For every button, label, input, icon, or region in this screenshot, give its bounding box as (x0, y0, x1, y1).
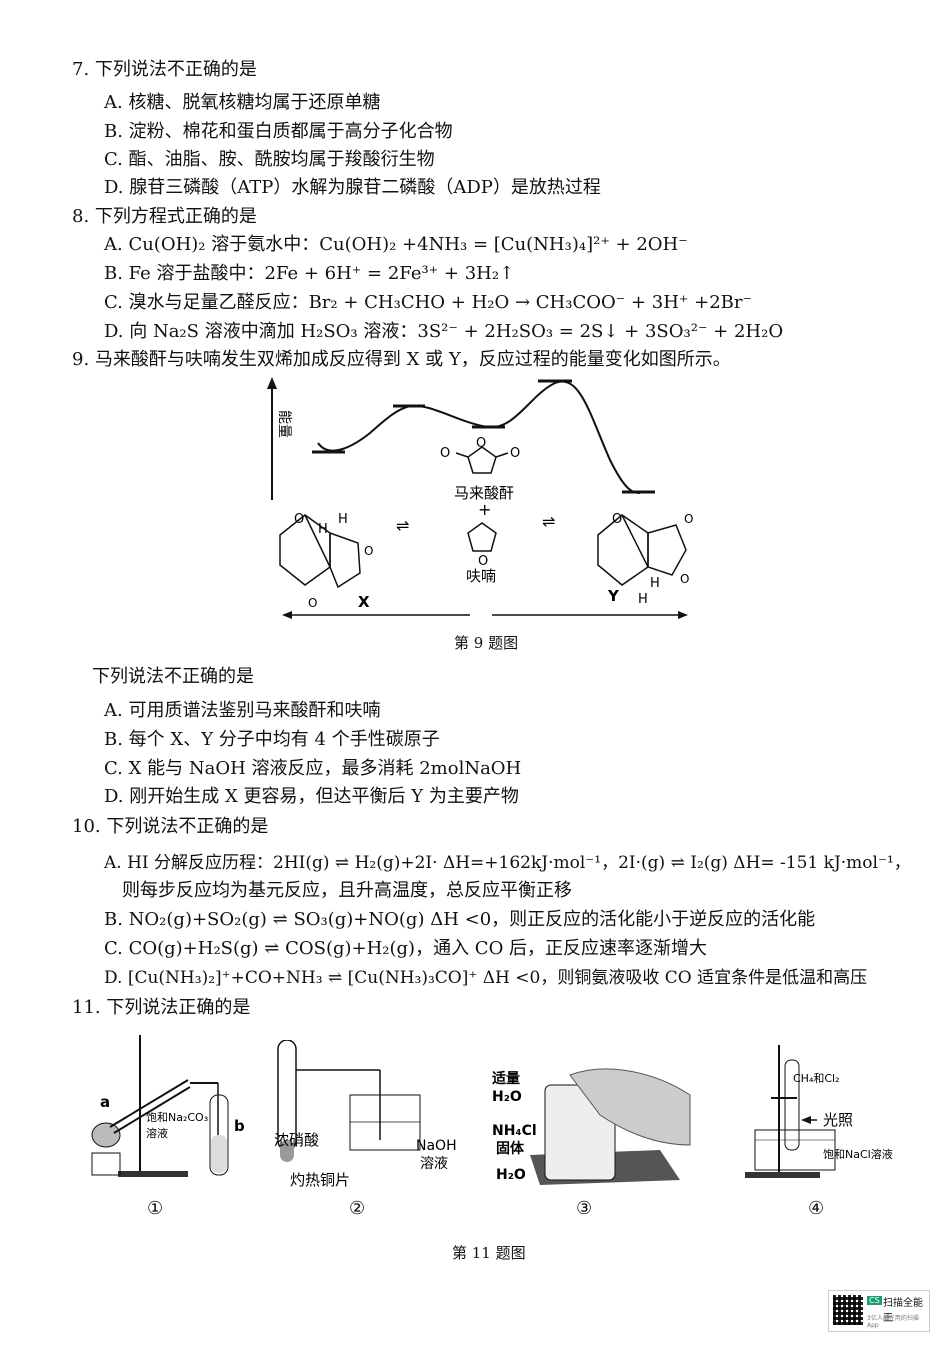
q9-stem: 9. 马来酸酐与呋喃发生双烯加成反应得到 X 或 Y，反应过程的能量变化如图所示… (72, 349, 731, 370)
svg-text:光照: 光照 (823, 1111, 853, 1129)
q7-stem: 7. 下列说法不正确的是 (72, 59, 257, 80)
camscanner-badge: CS (867, 1296, 882, 1305)
svg-text:H: H (338, 512, 348, 527)
q11-figure-caption: 第 11 题图 (452, 1244, 526, 1262)
product-y-label: Y (607, 587, 620, 605)
svg-text:O: O (294, 512, 304, 527)
svg-text:O: O (308, 596, 317, 610)
svg-text:H: H (638, 592, 648, 607)
svg-text:NH₄Cl: NH₄Cl (492, 1123, 537, 1139)
q11-apparatus-3: 适量 H₂O NH₄Cl 固体 H₂O (492, 1068, 691, 1185)
q9-option-d: D. 刚开始生成 X 更容易，但达平衡后 Y 为主要产物 (104, 786, 519, 807)
svg-text:灼热铜片: 灼热铜片 (290, 1171, 350, 1189)
svg-text:H: H (318, 522, 328, 537)
plus-sign: + (478, 500, 491, 519)
q11-apparatus-2: 浓硝酸 NaOH 溶液 灼热铜片 (274, 1040, 457, 1189)
q7-option-a: A. 核糖、脱氧核糖均属于还原单糖 (104, 92, 381, 113)
furan-structure (467, 522, 497, 552)
svg-text:O: O (612, 512, 622, 527)
product-x-label: X (358, 593, 370, 611)
q11-label-2: ② (349, 1198, 366, 1219)
svg-text:O: O (440, 446, 450, 461)
q11-label-3: ③ (576, 1198, 593, 1219)
camscanner-title: 扫描全能王 (883, 1298, 923, 1324)
product-x-structure: O H H O O X (279, 512, 373, 611)
q11-apparatus-1: a b 饱和Na₂CO₃ 溶液 (91, 1035, 245, 1177)
q8-stem: 8. 下列方程式正确的是 (72, 206, 257, 227)
equilibrium-arrow-left: ⇌ (396, 516, 409, 535)
q11-label-1: ① (147, 1198, 164, 1219)
furan-label: 呋喃 (466, 567, 496, 585)
camscanner-subtitle: 3亿人都在用的扫描App (867, 1315, 919, 1329)
scanner-watermark: CS 扫描全能王 3亿人都在用的扫描App (828, 1290, 930, 1332)
q8-option-a: A. Cu(OH)₂ 溶于氨水中：Cu(OH)₂ +4NH₃ = [Cu(NH₃… (104, 234, 688, 255)
q10-stem: 10. 下列说法不正确的是 (72, 816, 269, 837)
q9-option-c: C. X 能与 NaOH 溶液反应，最多消耗 2molNaOH (104, 758, 522, 779)
svg-text:NaOH: NaOH (416, 1138, 457, 1154)
q8-option-b: B. Fe 溶于盐酸中：2Fe + 6H⁺ = 2Fe³⁺ + 3H₂↑ (104, 263, 515, 284)
qr-code-icon (833, 1295, 863, 1325)
q11-label-4: ④ (808, 1198, 825, 1219)
q9-figure-caption: 第 9 题图 (454, 634, 519, 652)
svg-text:O: O (364, 544, 373, 558)
q9-energy-diagram: 能量 O O O 马来酸酐 + O 呋喃 ⇌ ⇌ O H H O O X O O… (267, 377, 693, 619)
q10-option-c: C. CO(g)+H₂S(g) ⇌ COS(g)+H₂(g)，通入 CO 后，正… (104, 938, 708, 959)
svg-text:饱和Na₂CO₃: 饱和Na₂CO₃ (146, 1110, 208, 1124)
svg-text:H₂O: H₂O (496, 1167, 526, 1183)
svg-text:溶液: 溶液 (420, 1156, 448, 1172)
svg-text:O: O (684, 512, 693, 526)
svg-text:H: H (650, 576, 660, 591)
q9-sub-stem: 下列说法不正确的是 (92, 666, 254, 687)
maleic-anhydride-structure (467, 446, 497, 474)
q7-option-b: B. 淀粉、棉花和蛋白质都属于高分子化合物 (104, 121, 453, 142)
q7-option-d: D. 腺苷三磷酸（ATP）水解为腺苷二磷酸（ADP）是放热过程 (104, 177, 601, 198)
q10-option-b: B. NO₂(g)+SO₂(g) ⇌ SO₃(g)+NO(g) ΔH <0，则正… (104, 909, 816, 930)
q8-option-c: C. 溴水与足量乙醛反应：Br₂ + CH₃CHO + H₂O → CH₃COO… (104, 292, 753, 313)
svg-text:O: O (680, 572, 689, 586)
svg-text:CH₄和Cl₂: CH₄和Cl₂ (793, 1072, 840, 1085)
svg-text:a: a (100, 1093, 110, 1111)
equilibrium-arrow-right: ⇌ (542, 512, 555, 531)
q8-option-d: D. 向 Na₂S 溶液中滴加 H₂SO₃ 溶液：3S²⁻ + 2H₂SO₃ =… (104, 321, 784, 342)
q11-apparatus-4: CH₄和Cl₂ 光照 饱和NaCl溶液 (745, 1045, 893, 1178)
q7-option-c: C. 酯、油脂、胺、酰胺均属于羧酸衍生物 (104, 149, 435, 170)
energy-axis-label: 能量 (276, 410, 292, 438)
svg-text:b: b (234, 1117, 245, 1135)
svg-text:固体: 固体 (496, 1140, 525, 1157)
q9-option-b: B. 每个 X、Y 分子中均有 4 个手性碳原子 (104, 729, 440, 750)
q9-option-a: A. 可用质谱法鉴别马来酸酐和呋喃 (104, 700, 381, 721)
svg-text:O: O (510, 446, 520, 461)
q10-option-a: A. HI 分解反应历程：2HI(g) ⇌ H₂(g)+2I· ΔH=+162k… (104, 853, 911, 873)
product-y-structure: O O O H H Y (597, 512, 693, 607)
q10-option-a-cont: 则每步反应均为基元反应，且升高温度，总反应平衡正移 (122, 880, 572, 901)
svg-text:O: O (476, 436, 486, 451)
svg-text:溶液: 溶液 (146, 1126, 168, 1140)
svg-text:浓硝酸: 浓硝酸 (274, 1131, 319, 1149)
q11-stem: 11. 下列说法正确的是 (72, 997, 251, 1018)
svg-text:H₂O: H₂O (492, 1089, 522, 1105)
svg-text:饱和NaCl溶液: 饱和NaCl溶液 (823, 1147, 893, 1161)
svg-text:O: O (478, 554, 488, 569)
q10-option-d: D. [Cu(NH₃)₂]⁺+CO+NH₃ ⇌ [Cu(NH₃)₃CO]⁺ ΔH… (104, 968, 868, 988)
maleic-anhydride-label: 马来酸酐 (454, 484, 514, 502)
svg-text:适量: 适量 (492, 1070, 520, 1087)
